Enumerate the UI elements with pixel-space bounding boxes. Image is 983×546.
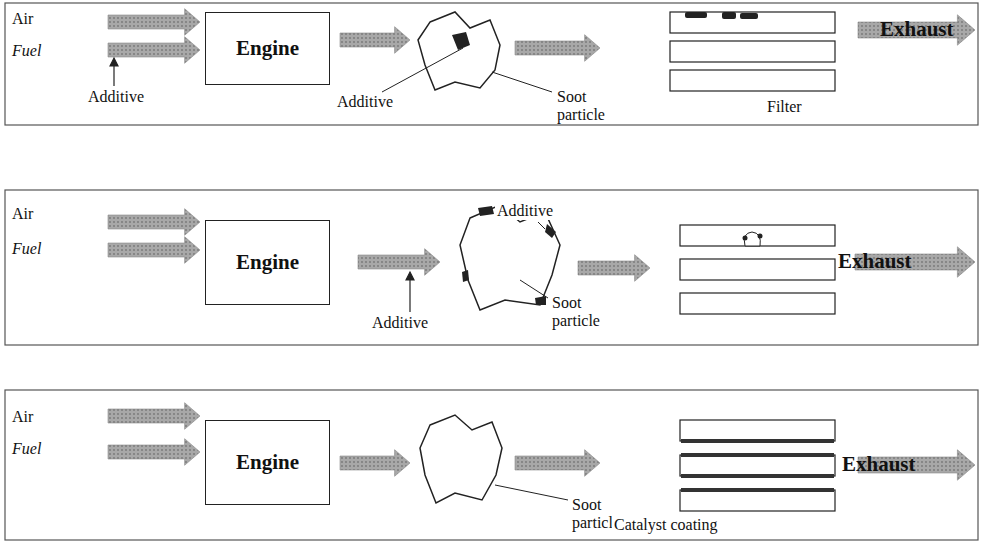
flow-arrow: [108, 9, 200, 36]
part-label: Additive: [86, 88, 146, 106]
part-label: Air: [10, 408, 35, 426]
part-label: Additive: [335, 93, 395, 111]
part-label: Air: [10, 205, 35, 223]
flow-arrow: [515, 35, 600, 62]
flow-arrow: [108, 37, 200, 64]
outlet-label: Exhaust: [880, 18, 954, 41]
flow-arrow: [108, 403, 200, 430]
part-label: Soot particle: [555, 88, 621, 123]
outlet-label: Exhaust: [842, 453, 916, 476]
flow-arrow: [340, 450, 410, 477]
flow-arrow: [578, 255, 650, 282]
flow-arrow: [108, 439, 200, 466]
flow-arrow: [108, 237, 200, 264]
part-label: Fuel: [10, 240, 43, 258]
part-label: Fuel: [10, 42, 43, 60]
flow-arrow: [340, 27, 410, 54]
engine-label: Engine: [236, 250, 299, 275]
engine-box: Engine: [205, 12, 330, 85]
outlet-label: Exhaust: [838, 250, 912, 273]
part-label: Catalyst coating: [612, 516, 720, 534]
engine-box: Engine: [205, 420, 330, 505]
flow-arrow: [515, 450, 600, 477]
flow-arrow: [858, 15, 975, 45]
engine-label: Engine: [236, 36, 299, 61]
flow-arrow: [108, 209, 200, 236]
flow-arrow: [358, 249, 440, 276]
part-label: Air: [10, 10, 35, 28]
part-label: Soot particle: [550, 294, 616, 329]
engine-box: Engine: [205, 220, 330, 305]
part-label: Fuel: [10, 440, 43, 458]
part-label: Additive: [495, 202, 555, 220]
engine-label: Engine: [236, 450, 299, 475]
part-label: Additive: [370, 314, 430, 332]
part-label: Filter: [765, 98, 804, 116]
